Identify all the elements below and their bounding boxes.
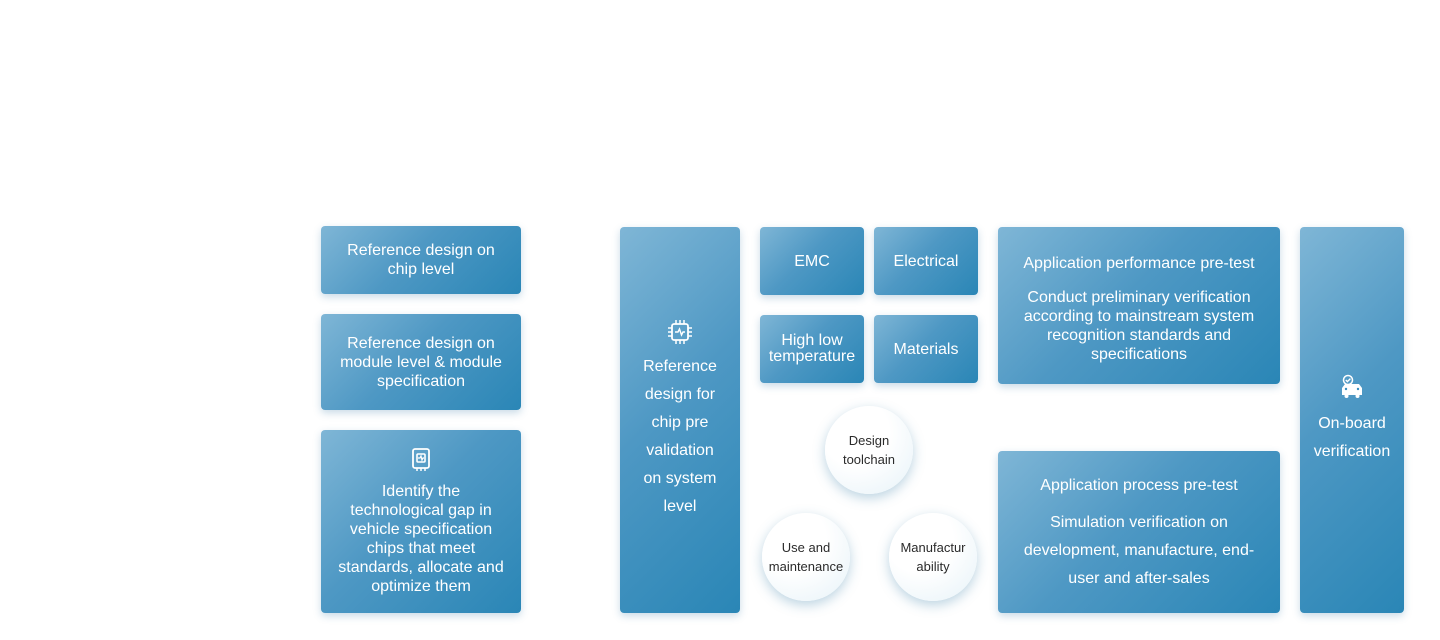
use-maintenance-circle: Use and maintenance	[762, 513, 850, 601]
tech-gap-box: Identify the technological gap in vehicl…	[321, 430, 521, 613]
electrical-label: Electrical	[893, 252, 959, 270]
design-toolchain-circle: Design toolchain	[825, 406, 913, 494]
use-maintenance-label: Use and maintenance	[768, 540, 844, 574]
onboard-verification-label: On-board verification	[1313, 415, 1391, 460]
onboard-verification-box: On-board verification	[1300, 227, 1404, 613]
chip-level-label: Reference design on chip level	[347, 242, 495, 278]
module-level-box: Reference design on module level & modul…	[321, 314, 521, 410]
processor-icon	[667, 319, 693, 345]
performance-pretest-box: Application performance pre-test Conduct…	[998, 227, 1280, 384]
module-level-label: Reference design on module level & modul…	[340, 334, 502, 390]
high-low-temp-label: High low temperature	[768, 332, 856, 365]
system-level-box: Reference design for chip pre validation…	[620, 227, 740, 613]
chip-icon	[411, 447, 431, 472]
performance-pretest-desc: Conduct preliminary verification accordi…	[1023, 289, 1255, 363]
materials-label: Materials	[893, 340, 959, 358]
process-pretest-title: Application process pre-test	[1040, 477, 1238, 494]
chip-level-box: Reference design on chip level	[321, 226, 521, 294]
tech-gap-label: Identify the technological gap in vehicl…	[338, 482, 504, 595]
performance-pretest-title: Application performance pre-test	[1023, 255, 1255, 272]
process-pretest-desc: Simulation verification on development, …	[1023, 514, 1255, 587]
emc-box: EMC	[760, 227, 864, 295]
emc-label: EMC	[794, 252, 830, 270]
process-pretest-box: Application process pre-test Simulation …	[998, 451, 1280, 613]
materials-box: Materials	[874, 315, 978, 383]
electrical-box: Electrical	[874, 227, 978, 295]
car-check-icon	[1339, 374, 1365, 400]
system-level-label: Reference design for chip pre validation…	[643, 358, 717, 515]
manufacturability-circle: Manufactur ability	[889, 513, 977, 601]
high-low-temp-box: High low temperature	[760, 315, 864, 383]
manufacturability-label: Manufactur ability	[900, 540, 966, 574]
design-toolchain-label: Design toolchain	[842, 433, 896, 467]
